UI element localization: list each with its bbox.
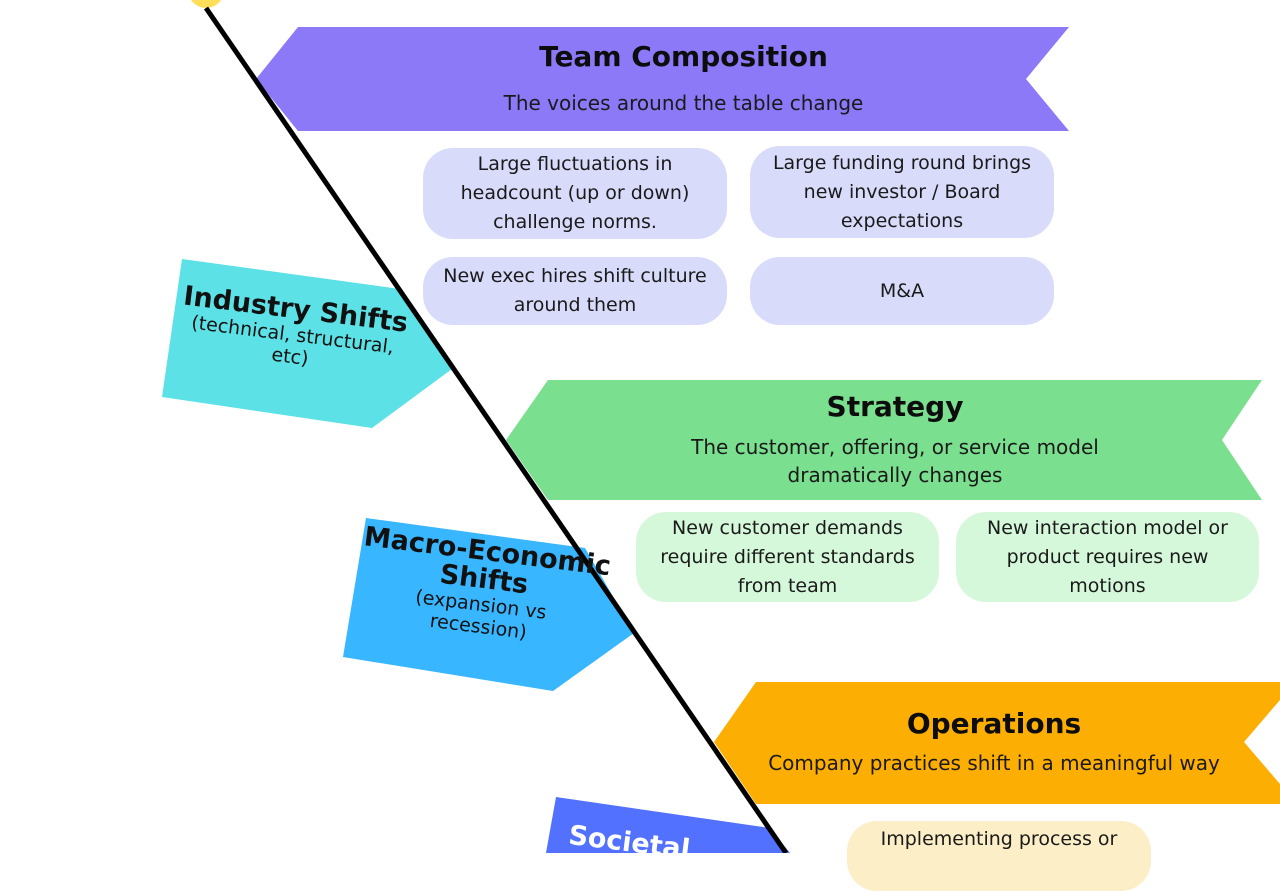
strategy-banner-shape — [506, 380, 1262, 500]
team-banner-shape — [256, 27, 1069, 131]
operations-banner-subtitle: Company practices shift in a meaningful … — [768, 751, 1220, 775]
strategy-banner-subtitle-line-2: dramatically changes — [787, 463, 1003, 487]
spine-line — [203, 6, 789, 853]
operations-banner-shape — [714, 682, 1280, 804]
macro-arrow-shape — [343, 518, 634, 691]
strategy-item-customer-demands: New customer demands require different s… — [636, 512, 939, 602]
societal-arrow-shape — [546, 797, 790, 853]
top-dot — [191, 0, 221, 8]
team-banner-subtitle: The voices around the table change — [503, 91, 864, 115]
diagram-shapes — [162, 0, 1280, 853]
team-item-mna: M&A — [750, 257, 1054, 325]
team-item-funding: Large funding round brings new investor … — [750, 146, 1054, 238]
strategy-banner-title: Strategy — [826, 390, 964, 423]
industry-arrow-shape — [162, 259, 452, 428]
team-item-headcount: Large fluctuations in headcount (up or d… — [423, 148, 727, 239]
operations-banner-title: Operations — [906, 707, 1082, 740]
strategy-item-interaction-model: New interaction model or product require… — [956, 512, 1259, 602]
diagram-canvas: Team Composition The voices around the t… — [162, 0, 1280, 891]
strategy-banner-subtitle-line-1: The customer, offering, or service model — [691, 435, 1099, 459]
team-item-exec-hires: New exec hires shift culture around them — [423, 257, 727, 325]
operations-item-process: Implementing process or — [847, 821, 1151, 891]
team-banner-title: Team Composition — [539, 40, 828, 73]
